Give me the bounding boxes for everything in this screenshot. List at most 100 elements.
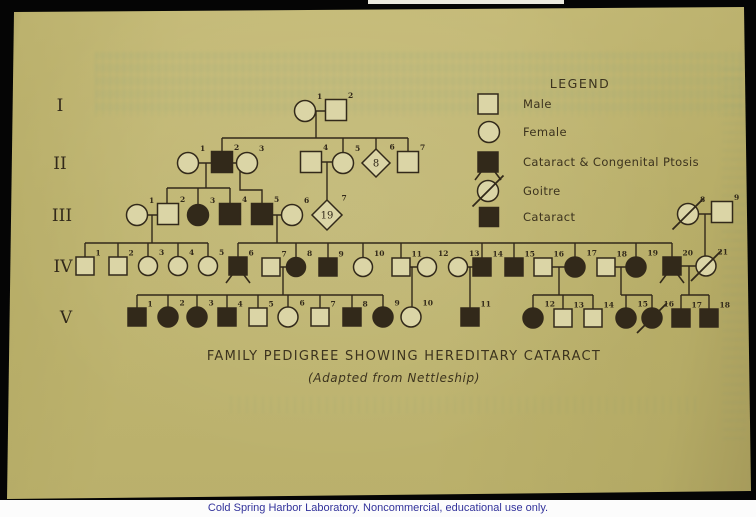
individual-number: 1 bbox=[149, 196, 154, 205]
symbol-IV-18 bbox=[596, 257, 616, 277]
individual-number: 2 bbox=[348, 91, 353, 100]
generation-numeral-III: III bbox=[52, 206, 72, 226]
symbol-IV-4 bbox=[167, 255, 189, 277]
symbol-II-2 bbox=[210, 150, 234, 174]
figure-title: FAMILY PEDIGREE SHOWING HEREDITARY CATAR… bbox=[206, 349, 602, 364]
individual-number: 6 bbox=[304, 196, 309, 205]
symbol-III-4 bbox=[218, 202, 242, 226]
legend-label-female: Female bbox=[523, 125, 567, 139]
individual-number: 5 bbox=[269, 300, 274, 309]
generation-numeral-IV: IV bbox=[54, 257, 74, 277]
individual-number: 2 bbox=[180, 195, 185, 204]
symbol-III-3 bbox=[186, 203, 210, 227]
individual-number: 8 bbox=[307, 249, 312, 258]
individual-number: 2 bbox=[180, 299, 185, 308]
symbol-V-10 bbox=[400, 306, 422, 328]
goitre-slash-mark bbox=[636, 302, 668, 334]
symbol-IV-9 bbox=[318, 257, 338, 277]
symbol-IV-16 bbox=[533, 257, 553, 277]
symbol-IV-15 bbox=[504, 257, 524, 277]
symbol-III-2 bbox=[156, 202, 180, 226]
symbol-V-8 bbox=[342, 307, 362, 327]
pedigree-connector bbox=[239, 163, 263, 214]
individual-number: 11 bbox=[481, 300, 491, 309]
individual-number: 8 bbox=[363, 300, 368, 309]
individual-number: 1 bbox=[200, 144, 205, 153]
symbol-III-5 bbox=[250, 202, 274, 226]
legend-label-cataract: Cataract bbox=[523, 210, 576, 224]
diamond-count-text: 8 bbox=[373, 159, 379, 170]
individual-number: 8 bbox=[700, 195, 705, 204]
individual-number: 3 bbox=[159, 248, 164, 257]
legend-label-goitre: Goitre bbox=[523, 184, 561, 198]
symbol-II-4 bbox=[299, 150, 323, 174]
credit-text: Cold Spring Harbor Laboratory. Noncommer… bbox=[207, 502, 549, 514]
symbol-square-filled-ptosis-icon bbox=[477, 151, 499, 173]
ptosis-mark bbox=[677, 274, 685, 284]
individual-number: 2 bbox=[234, 143, 239, 152]
individual-number: 12 bbox=[438, 249, 448, 258]
individual-number: 5 bbox=[274, 195, 279, 204]
individual-number: 15 bbox=[525, 250, 535, 259]
goitre-slash-mark bbox=[671, 197, 705, 231]
ptosis-mark bbox=[225, 274, 233, 284]
symbol-V-4 bbox=[217, 307, 237, 327]
figure-subtitle: (Adapted from Nettleship) bbox=[308, 371, 480, 385]
symbol-V-11 bbox=[460, 307, 480, 327]
ptosis-mark bbox=[659, 274, 667, 284]
generation-numeral-I: I bbox=[57, 96, 64, 116]
symbol-II-3 bbox=[235, 151, 259, 175]
symbol-IV-1 bbox=[75, 256, 95, 276]
individual-number: 12 bbox=[545, 300, 555, 309]
symbol-square-filled-icon bbox=[478, 206, 500, 228]
legend-label-male: Male bbox=[523, 97, 552, 111]
symbol-IV-11 bbox=[391, 257, 411, 277]
symbol-IV-20 bbox=[662, 256, 682, 276]
symbol-IV-3 bbox=[137, 255, 159, 277]
symbol-IV-5 bbox=[197, 255, 219, 277]
symbol-IV-8 bbox=[285, 256, 307, 278]
individual-number: 2 bbox=[129, 249, 134, 258]
symbol-II-6 bbox=[360, 147, 392, 179]
symbol-IV-2 bbox=[108, 256, 128, 276]
symbol-V-13 bbox=[553, 308, 573, 328]
individual-number: 16 bbox=[664, 300, 674, 309]
individual-number: 10 bbox=[423, 299, 433, 308]
symbol-circle-icon bbox=[477, 120, 501, 144]
individual-number: 4 bbox=[238, 300, 243, 309]
symbol-III-1 bbox=[125, 203, 149, 227]
individual-number: 7 bbox=[342, 194, 347, 203]
individual-number: 18 bbox=[617, 250, 627, 259]
symbol-V-15 bbox=[615, 307, 637, 329]
individual-number: 3 bbox=[210, 196, 215, 205]
symbol-V-5 bbox=[248, 307, 268, 327]
symbol-IV-6 bbox=[228, 256, 248, 276]
credit-band: Cold Spring Harbor Laboratory. Noncommer… bbox=[0, 500, 756, 517]
individual-number: 17 bbox=[587, 249, 597, 258]
symbol-II-5 bbox=[331, 151, 355, 175]
individual-number: 6 bbox=[300, 299, 305, 308]
individual-number: 14 bbox=[604, 301, 614, 310]
individual-number: 5 bbox=[355, 144, 360, 153]
individual-number: 3 bbox=[209, 299, 214, 308]
individual-number: 20 bbox=[683, 249, 693, 258]
symbol-V-7 bbox=[310, 307, 330, 327]
symbol-IV-14 bbox=[472, 257, 492, 277]
individual-number: 1 bbox=[317, 92, 322, 101]
symbol-I-2 bbox=[324, 98, 348, 122]
symbol-V-9 bbox=[372, 306, 394, 328]
individual-number: 4 bbox=[323, 143, 328, 152]
goitre-slash-mark bbox=[471, 174, 505, 208]
symbol-V-6 bbox=[277, 306, 299, 328]
adjacent-page-edge bbox=[368, 0, 564, 4]
individual-number: 17 bbox=[692, 301, 702, 310]
individual-number: 19 bbox=[648, 249, 658, 258]
symbol-IV-13 bbox=[447, 256, 469, 278]
individual-number: 4 bbox=[242, 195, 247, 204]
symbol-IV-12 bbox=[416, 256, 438, 278]
individual-number: 1 bbox=[148, 300, 153, 309]
symbol-I-1 bbox=[293, 99, 317, 123]
symbol-III-7 bbox=[310, 198, 344, 232]
